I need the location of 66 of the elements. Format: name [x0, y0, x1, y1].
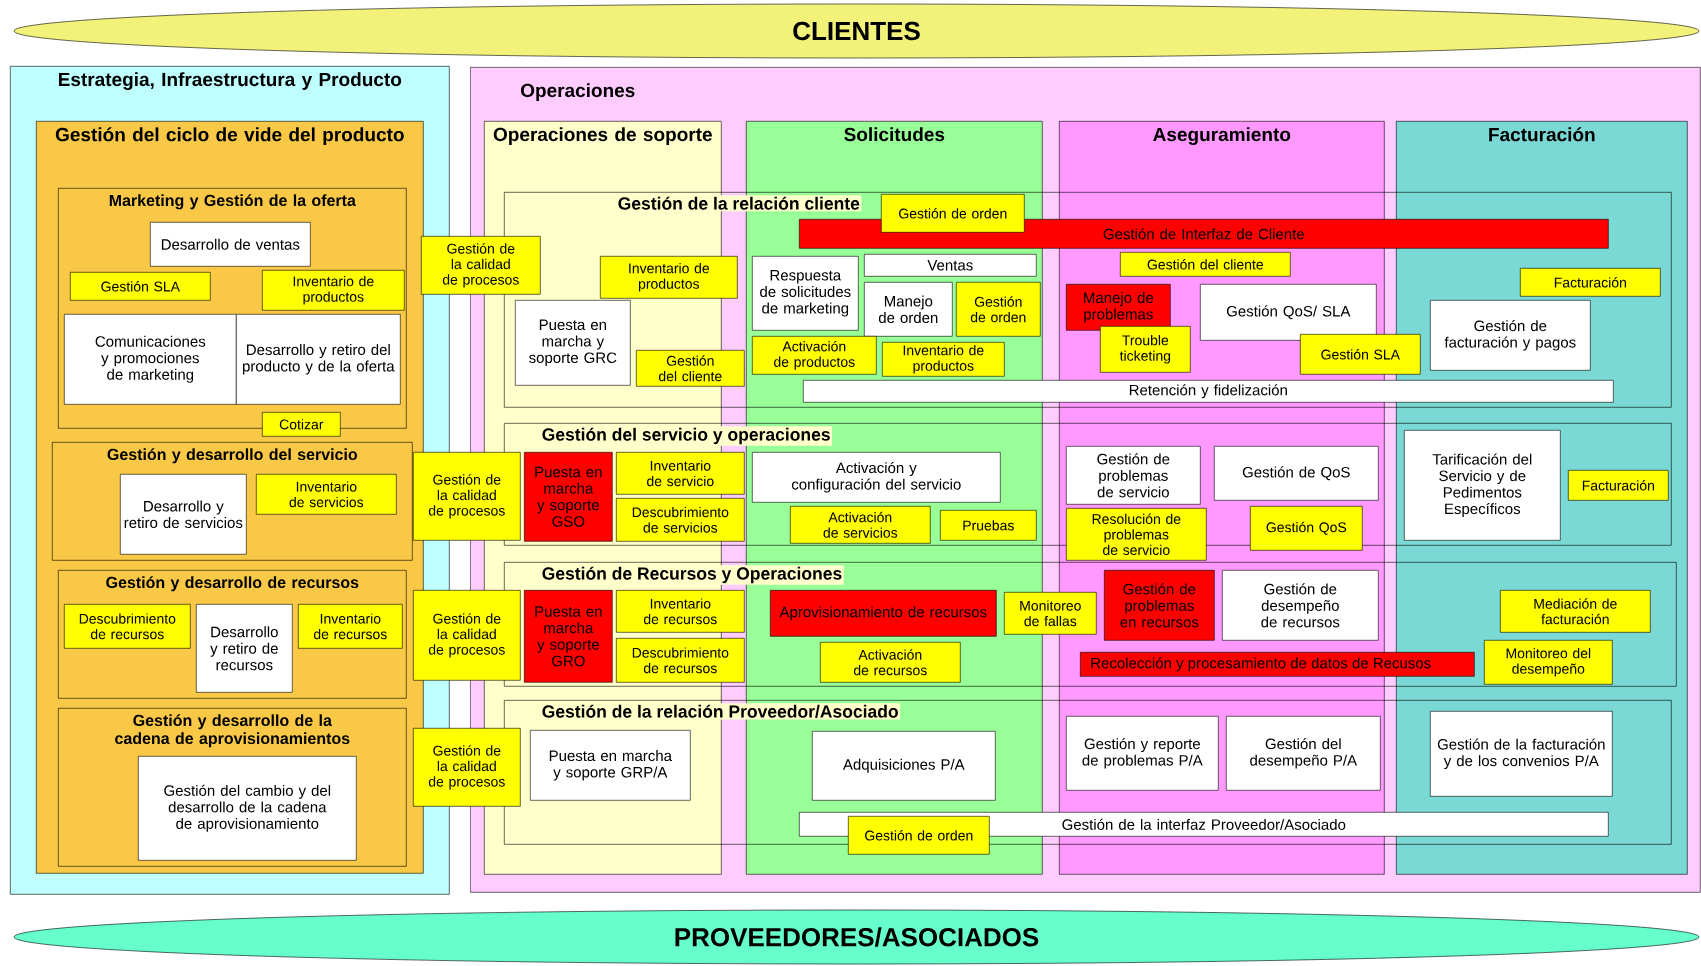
- highlight-box: Gestión de problemas en recursos: [1104, 570, 1215, 641]
- sticky-label: Gestión SLA: [1300, 334, 1421, 375]
- process-box: Gestión de QoS: [1214, 446, 1379, 501]
- process-box: Desarrollo y retiro de recursos: [196, 604, 293, 693]
- process-box: Manejo de orden: [864, 282, 953, 337]
- sticky-label: Activación de recursos: [820, 642, 961, 683]
- sticky-label: Descubrimiento de servicios: [616, 498, 745, 542]
- sticky-label: Monitoreo de fallas: [1004, 592, 1097, 635]
- sticky-label: Inventario de productos: [600, 256, 738, 299]
- ellipse-banner: CLIENTES: [13, 3, 1700, 59]
- sticky-label: Inventario de recursos: [616, 590, 745, 633]
- process-box: Ventas: [864, 254, 1037, 277]
- sticky-label: Monitoreo del desempeño: [1484, 640, 1613, 685]
- process-box: Respuesta de solicitudes de marketing: [752, 256, 859, 331]
- highlight-box: Gestión de Interfaz de Cliente: [799, 219, 1609, 249]
- process-box: Adquisiciones P/A: [812, 731, 996, 801]
- process-box: Gestión QoS/ SLA: [1200, 284, 1377, 341]
- sticky-label: Mediación de facturación: [1500, 590, 1651, 633]
- process-box: Puesta en marcha y soporte GRP/A: [530, 730, 691, 801]
- process-box: Gestión de desempeño de recursos: [1222, 570, 1379, 641]
- process-box: Gestión de problemas de servicio: [1066, 446, 1201, 505]
- process-box: Desarrollo y retiro del producto y de la oferta: [236, 314, 401, 405]
- sticky-label: Pruebas: [940, 510, 1037, 541]
- sticky-label: Gestión SLA: [70, 272, 211, 301]
- sticky-label: Gestión de orden: [848, 816, 990, 855]
- sticky-label: Descubrimiento de recursos: [64, 604, 191, 649]
- sticky-label: Gestión de la calidad de procesos: [413, 452, 521, 541]
- sticky-label: Gestión de la calidad de procesos: [421, 236, 541, 295]
- process-box: Comunicaciones y promociones de marketing: [64, 314, 237, 405]
- sticky-label: Gestión de la calidad de procesos: [413, 590, 521, 681]
- highlight-box: Puesta en marcha y soporte GRO: [524, 590, 613, 683]
- process-box: Gestión del cambio y del desarrollo de la cadena de aprovisionamiento: [138, 756, 357, 861]
- sticky-label: Cotizar: [262, 412, 341, 437]
- sticky-label: Gestión del cliente: [1120, 252, 1291, 277]
- sticky-label: Gestión del cliente: [636, 350, 745, 387]
- process-box: Tarificación del Servicio y de Pedimentos Específicos: [1404, 430, 1561, 541]
- process-box: Gestión de facturación y pagos: [1430, 300, 1591, 371]
- process-box: Gestión del desempeño P/A: [1226, 716, 1381, 791]
- sticky-label: Inventario de servicios: [256, 474, 397, 515]
- process-box: Desarrollo de ventas: [150, 222, 311, 267]
- sticky-label: Inventario de servicio: [616, 452, 745, 495]
- sticky-label: Descubrimiento de recursos: [616, 638, 745, 683]
- process-box: Puesta en marcha y soporte GRC: [515, 300, 631, 386]
- sticky-label: Facturación: [1568, 470, 1669, 501]
- sticky-label: Trouble ticketing: [1100, 326, 1191, 373]
- highlight-box: Manejo de problemas: [1066, 284, 1171, 331]
- sticky-label: Resolución de problemas de servicio: [1066, 508, 1207, 561]
- process-box: Gestión de la facturación y de los convenios P/A: [1430, 711, 1613, 797]
- ellipse-banner: PROVEEDORES/ASOCIADOS: [13, 909, 1700, 965]
- sticky-label: Activación de productos: [752, 336, 877, 375]
- sticky-label: Gestión QoS: [1250, 506, 1363, 551]
- sticky-label: Inventario de productos: [262, 270, 405, 311]
- process-bar: Recolección y procesamiento de datos de Recusos: [1080, 652, 1475, 677]
- sticky-label: Gestión de la calidad de procesos: [413, 728, 521, 807]
- highlight-box: Aprovisionamiento de recursos: [770, 590, 997, 637]
- sticky-label: Inventario de recursos: [298, 604, 403, 649]
- sticky-label: Inventario de productos: [882, 342, 1005, 377]
- process-box: Gestión y reporte de problemas P/A: [1066, 716, 1219, 791]
- highlight-box: Puesta en marcha y soporte GSO: [524, 452, 613, 542]
- process-box: Retención y fidelización: [803, 380, 1614, 403]
- process-box: Desarrollo y retiro de servicios: [120, 474, 247, 555]
- sticky-label: Activación de servicios: [790, 506, 931, 544]
- process-box: Activación y configuración del servicio: [752, 452, 1001, 503]
- sticky-label: Facturación: [1520, 268, 1661, 297]
- sticky-label: Gestión de orden: [881, 194, 1025, 233]
- sticky-label: Gestión de orden: [956, 282, 1041, 337]
